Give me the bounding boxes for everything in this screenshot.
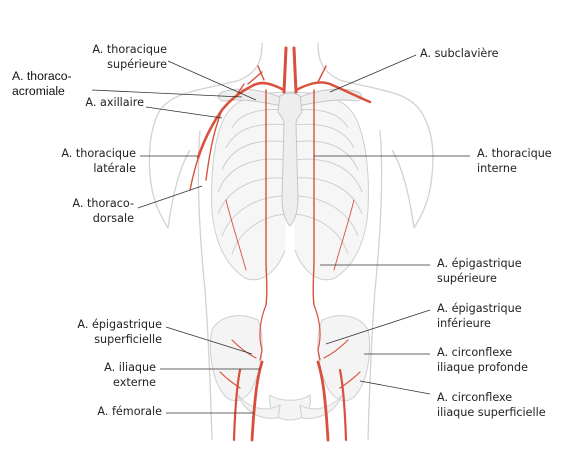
label-line-1: A. épigastrique — [77, 318, 162, 331]
label-thoraco-acromiale: A. thoraco- acromiale — [12, 69, 72, 98]
label-line-2: dorsale — [92, 211, 134, 225]
label-line-1: A. subclavière — [420, 47, 499, 60]
label-line-2: iliaque profonde — [437, 360, 528, 374]
leader-epig-inferieure — [325, 309, 431, 345]
leader-axillaire — [145, 106, 223, 119]
label-epigastrique-superficielle: A. épigastrique superficielle — [77, 318, 162, 347]
label-line-1: A. fémorale — [97, 405, 162, 418]
label-iliaque-externe: A. iliaque externe — [104, 361, 156, 390]
label-line-2: externe — [113, 375, 156, 389]
label-femorale: A. fémorale — [97, 405, 162, 420]
label-line-2: supérieure — [437, 271, 497, 285]
label-line-2: latérale — [93, 161, 136, 175]
label-line-1: A. thoraco- — [72, 197, 134, 210]
label-axillaire: A. axillaire — [85, 96, 144, 111]
label-thoracique-interne: A. thoracique interne — [477, 147, 552, 176]
leader-thoracique-sup — [167, 60, 257, 101]
label-line-1: A. thoracique — [61, 147, 136, 160]
label-line-1: A. thoracique — [477, 147, 552, 160]
label-thoraco-dorsale: A. thoraco- dorsale — [72, 197, 134, 226]
label-line-2: iliaque superficielle — [437, 405, 546, 419]
leader-epig-superficielle — [165, 326, 253, 355]
label-circonflexe-iliaque-profonde: A. circonflexe iliaque profonde — [437, 346, 528, 375]
label-line-1: A. thoraco- — [12, 69, 72, 83]
label-line-2: inférieure — [437, 316, 491, 330]
label-line-1: A. épigastrique — [437, 257, 522, 270]
pelvis — [209, 315, 371, 421]
label-line-2: acromiale — [12, 83, 65, 98]
label-circonflexe-iliaque-superficielle: A. circonflexe iliaque superficielle — [437, 391, 546, 420]
leader-lines — [91, 54, 470, 414]
label-subclaviere: A. subclavière — [420, 47, 499, 62]
label-thoracique-superieure: A. thoracique supérieure — [92, 43, 167, 72]
label-epigastrique-inferieure: A. épigastrique inférieure — [437, 302, 522, 331]
leader-circonflexe-superficielle — [359, 380, 431, 395]
label-line-1: A. thoracique — [92, 43, 167, 56]
label-thoracique-laterale: A. thoracique latérale — [61, 147, 136, 176]
label-line-1: A. iliaque — [104, 361, 156, 374]
label-line-2: interne — [477, 161, 517, 175]
label-epigastrique-superieure: A. épigastrique supérieure — [437, 257, 522, 286]
leader-thoraco-acromiale — [91, 89, 243, 98]
label-line-2: supérieure — [107, 57, 167, 71]
leader-subclaviere — [329, 54, 417, 93]
label-line-1: A. circonflexe — [437, 346, 513, 359]
leader-thoraco-dorsale — [137, 185, 203, 209]
label-line-1: A. épigastrique — [437, 302, 522, 315]
rib-cage — [211, 91, 369, 281]
label-line-1: A. circonflexe — [437, 391, 513, 404]
label-line-1: A. axillaire — [85, 96, 144, 109]
label-line-2: superficielle — [94, 332, 162, 346]
